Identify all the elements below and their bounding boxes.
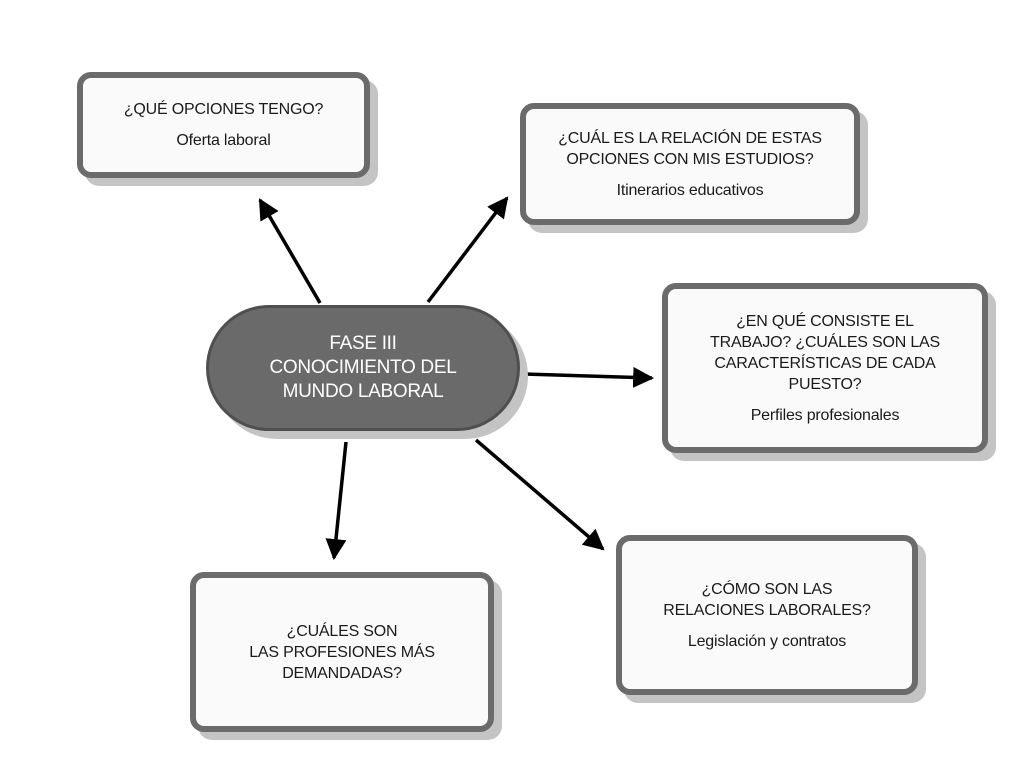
arrow-to-relacion (426, 196, 509, 304)
arrow-to-profesiones (325, 441, 348, 561)
center-node: FASE III CONOCIMIENTO DEL MUNDO LABORAL (206, 305, 520, 431)
node-relacion: ¿CUÁL ES LA RELACIÓN DE ESTAS OPCIONES C… (520, 103, 860, 225)
node-profesiones-question: ¿CUÁLES SON LAS PROFESIONES MÁS DEMANDAD… (249, 622, 435, 682)
center-node-label: FASE III CONOCIMIENTO DEL MUNDO LABORAL (269, 333, 457, 402)
node-profesiones: ¿CUÁLES SON LAS PROFESIONES MÁS DEMANDAD… (190, 572, 494, 732)
node-relaciones-question: ¿CÓMO SON LAS RELACIONES LABORALES? (663, 580, 871, 619)
node-trabajo-question: ¿EN QUÉ CONSISTE EL TRABAJO? ¿CUÁLES SON… (710, 312, 940, 393)
arrow-to-opciones (258, 198, 322, 304)
node-opciones-subtitle: Oferta laboral (176, 132, 271, 149)
node-relaciones-subtitle: Legislación y contratos (687, 632, 847, 650)
node-trabajo: ¿EN QUÉ CONSISTE EL TRABAJO? ¿CUÁLES SON… (662, 283, 988, 453)
node-opciones: ¿QUÉ OPCIONES TENGO? Oferta laboral (77, 72, 370, 178)
node-relaciones: ¿CÓMO SON LAS RELACIONES LABORALES? Legi… (616, 535, 918, 695)
node-relacion-subtitle: Itinerarios educativos (616, 181, 764, 199)
node-relacion-question: ¿CUÁL ES LA RELACIÓN DE ESTAS OPCIONES C… (558, 129, 822, 168)
node-trabajo-subtitle: Perfiles profesionales (750, 406, 900, 424)
arrow-to-relaciones (474, 438, 605, 551)
arrow-to-trabajo (523, 366, 655, 388)
node-opciones-question: ¿QUÉ OPCIONES TENGO? (123, 101, 324, 118)
